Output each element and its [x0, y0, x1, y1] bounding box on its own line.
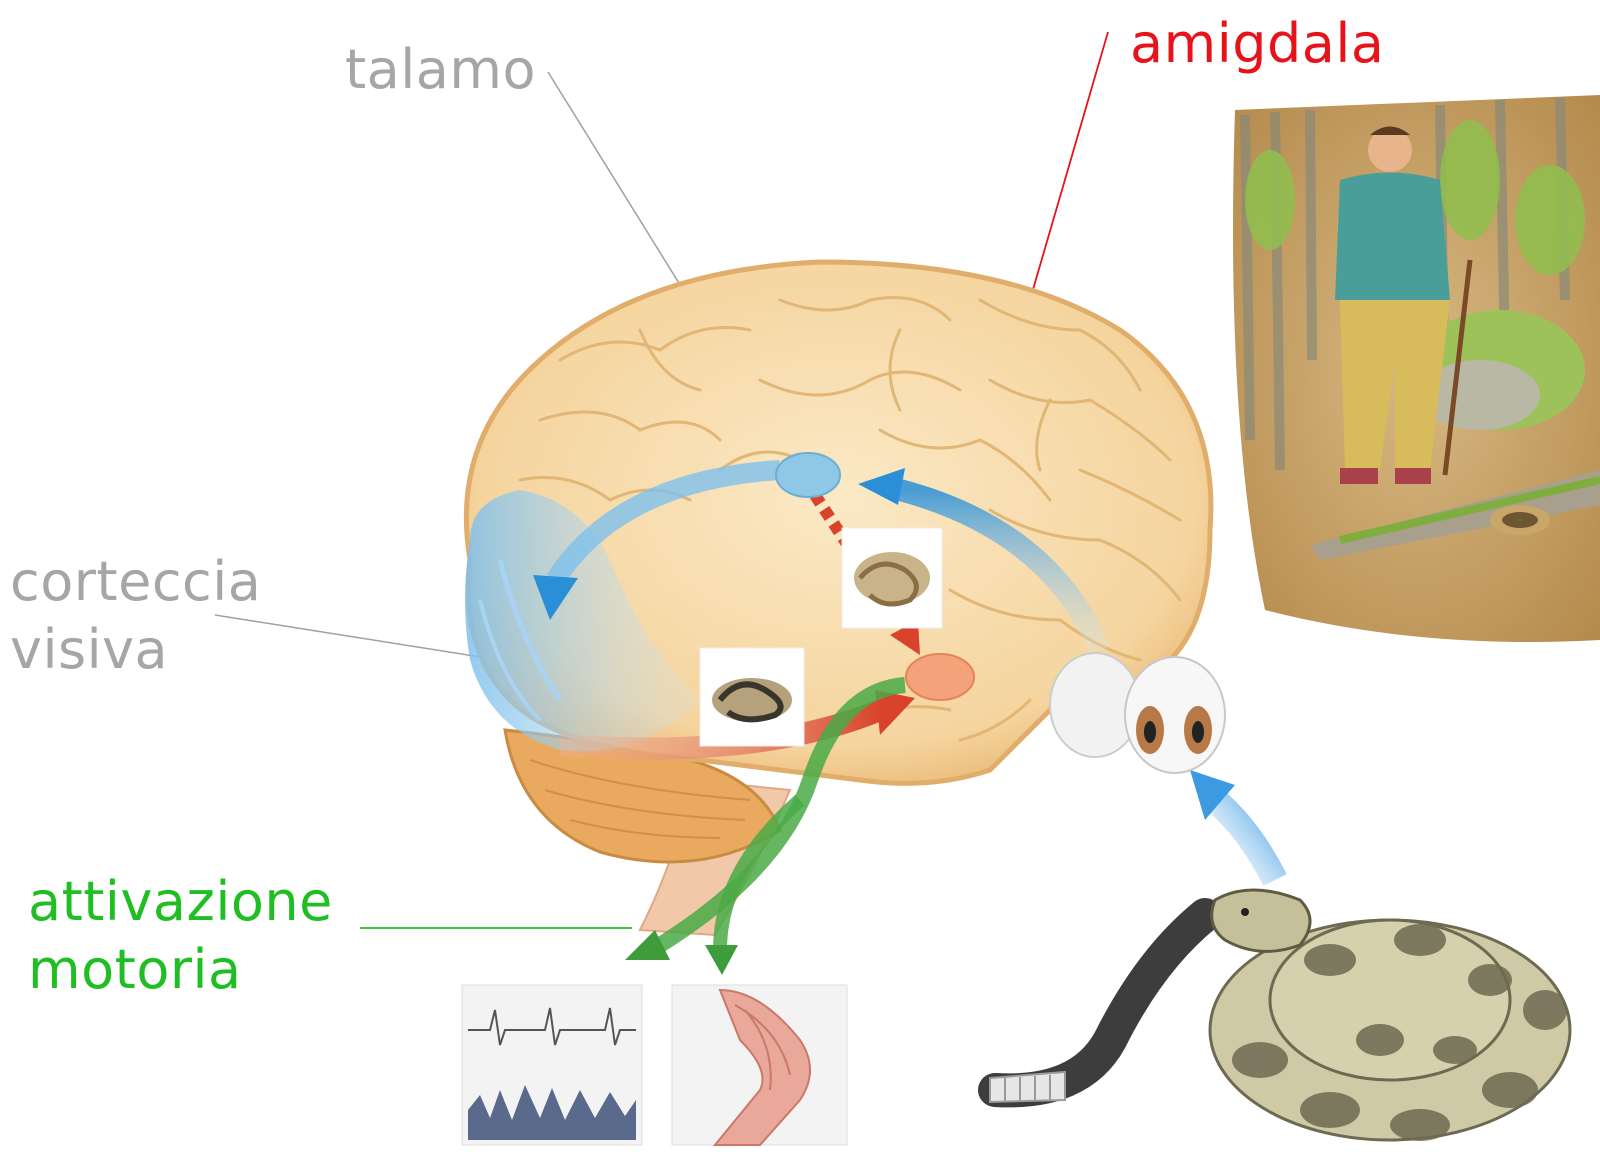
hiker-jacket [1335, 173, 1450, 301]
brain-illustration [465, 262, 1211, 935]
hiker-forest-scene [1233, 95, 1600, 642]
corteccia-label-line2: visiva [10, 616, 261, 684]
amygdala [906, 654, 974, 700]
ecg-panel [462, 985, 642, 1145]
corteccia-label-line1: corteccia [10, 548, 261, 616]
snake-tail [995, 915, 1205, 1090]
motoria-label-line1: attivazione [28, 868, 333, 936]
leg-muscles-panel [672, 985, 847, 1145]
snake-head [1212, 890, 1310, 951]
talamo-label: talamo [345, 36, 536, 104]
corteccia-visiva-label: corteccia visiva [10, 548, 261, 683]
rattlesnake-illustration [990, 890, 1570, 1141]
amigdala-label: amigdala [1130, 10, 1384, 78]
snake-thumbnail-top [842, 528, 942, 628]
snake-thumbnail-bottom [700, 648, 804, 746]
snake-rattle [990, 1072, 1065, 1102]
attivazione-motoria-label: attivazione motoria [28, 868, 333, 1003]
snake-to-eye-arrow [1215, 800, 1275, 880]
thalamus [776, 453, 840, 497]
motor-arrowhead-right [705, 945, 738, 975]
motoria-label-line2: motoria [28, 936, 333, 1004]
